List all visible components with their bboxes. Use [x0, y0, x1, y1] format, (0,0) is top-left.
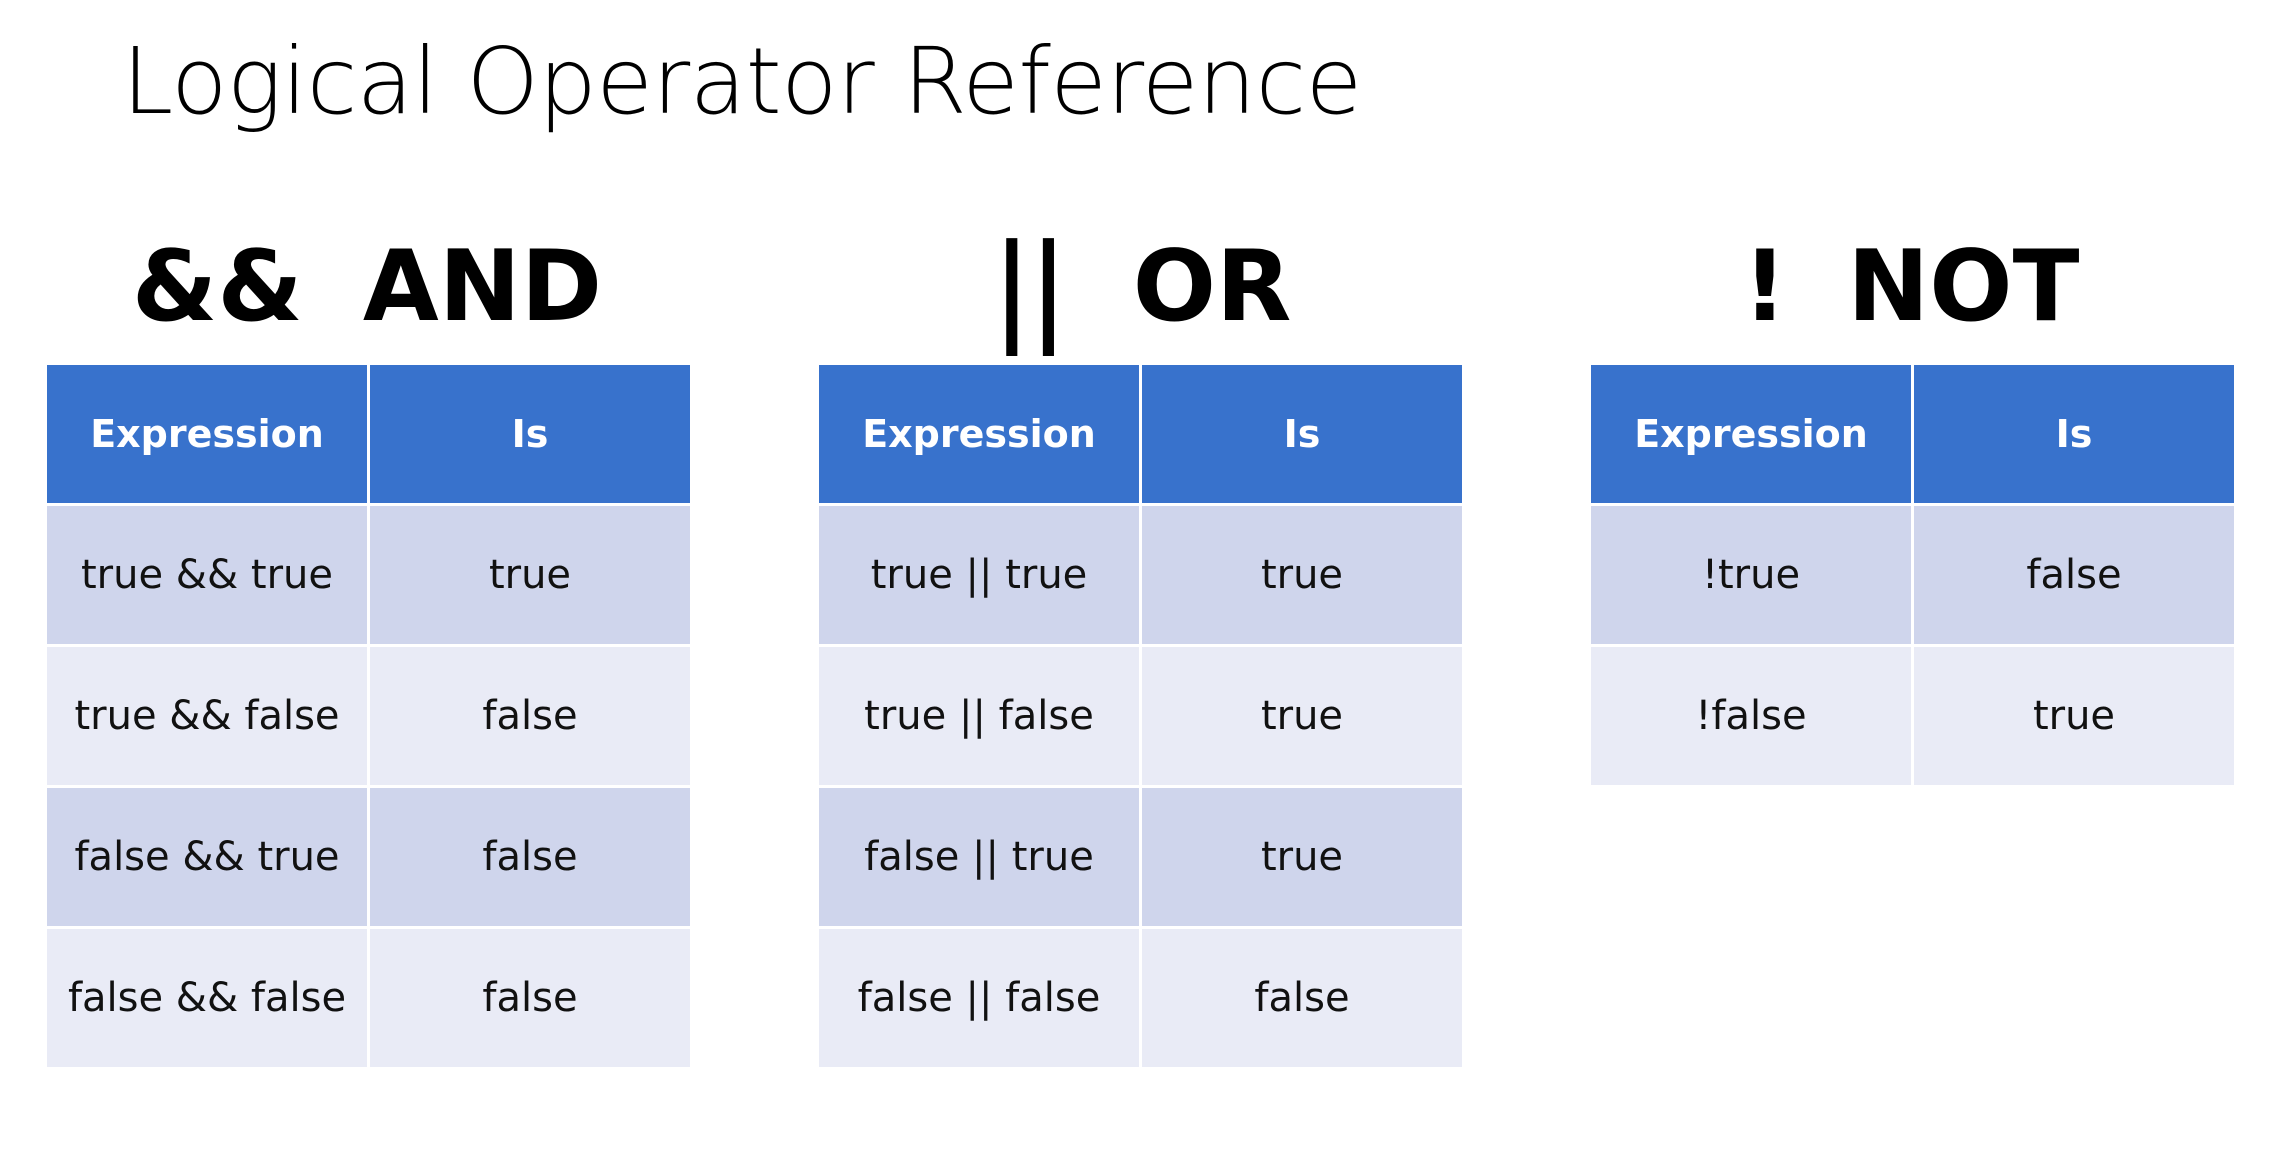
table-row: false || true true: [819, 788, 1462, 926]
expression-cell: true && true: [47, 506, 367, 644]
page-title: Logical Operator Reference: [122, 28, 1362, 135]
table-row: true || true true: [819, 506, 1462, 644]
not-heading: ! NOT: [1588, 230, 2234, 344]
column-header-is: Is: [1914, 365, 2234, 503]
result-cell: false: [1142, 929, 1462, 1067]
table-row: false && true false: [47, 788, 690, 926]
result-cell: true: [1142, 788, 1462, 926]
expression-cell: true || true: [819, 506, 1139, 644]
table-header-row: Expression Is: [1591, 365, 2234, 503]
and-heading: && AND: [44, 230, 690, 344]
table-row: true || false true: [819, 647, 1462, 785]
result-cell: true: [370, 506, 690, 644]
table-row: false || false false: [819, 929, 1462, 1067]
expression-cell: false && true: [47, 788, 367, 926]
table-row: false && false false: [47, 929, 690, 1067]
result-cell: false: [370, 788, 690, 926]
result-cell: true: [1914, 647, 2234, 785]
result-cell: true: [1142, 647, 1462, 785]
table-header-row: Expression Is: [47, 365, 690, 503]
and-truth-table: Expression Is true && true true true && …: [44, 362, 693, 1070]
table-row: !false true: [1591, 647, 2234, 785]
expression-cell: false || false: [819, 929, 1139, 1067]
column-header-expression: Expression: [819, 365, 1139, 503]
or-label: OR: [1132, 230, 1292, 344]
not-label: NOT: [1847, 230, 2080, 344]
expression-cell: true && false: [47, 647, 367, 785]
result-cell: false: [370, 647, 690, 785]
expression-cell: true || false: [819, 647, 1139, 785]
column-header-expression: Expression: [1591, 365, 1911, 503]
table-row: true && false false: [47, 647, 690, 785]
expression-cell: !true: [1591, 506, 1911, 644]
column-header-expression: Expression: [47, 365, 367, 503]
table-row: true && true true: [47, 506, 690, 644]
or-truth-table: Expression Is true || true true true || …: [816, 362, 1465, 1070]
expression-cell: !false: [1591, 647, 1911, 785]
not-symbol: !: [1742, 230, 1788, 344]
column-header-is: Is: [370, 365, 690, 503]
table-row: !true false: [1591, 506, 2234, 644]
column-header-is: Is: [1142, 365, 1462, 503]
expression-cell: false || true: [819, 788, 1139, 926]
or-symbol: ||: [992, 218, 1067, 356]
or-heading: || OR: [816, 218, 1462, 356]
and-label: AND: [362, 230, 603, 344]
not-truth-table: Expression Is !true false !false true: [1588, 362, 2237, 788]
result-cell: true: [1142, 506, 1462, 644]
result-cell: false: [370, 929, 690, 1067]
and-symbol: &&: [131, 230, 303, 344]
result-cell: false: [1914, 506, 2234, 644]
table-header-row: Expression Is: [819, 365, 1462, 503]
expression-cell: false && false: [47, 929, 367, 1067]
